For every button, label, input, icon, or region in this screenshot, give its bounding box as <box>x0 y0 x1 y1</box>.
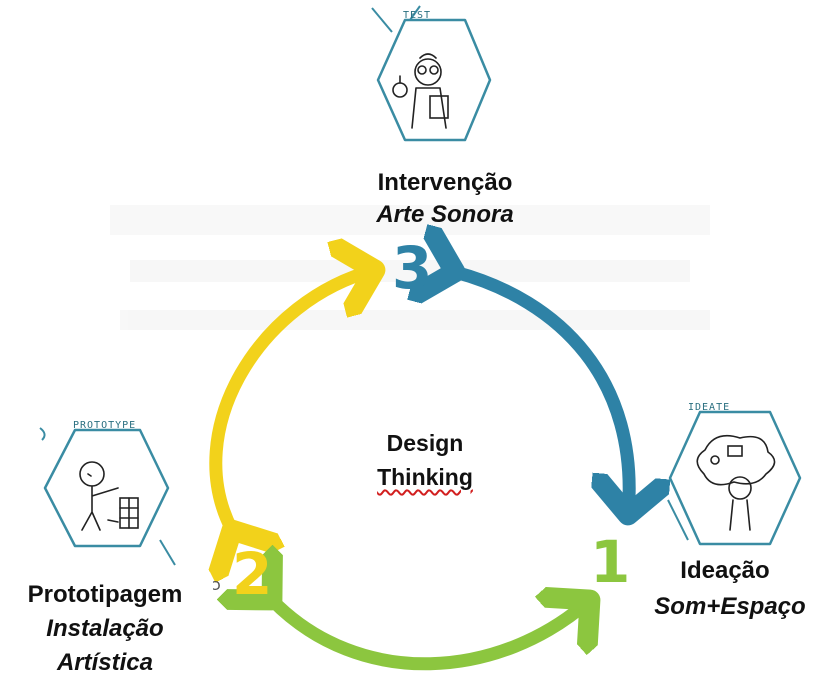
ideate-title: Ideação <box>680 557 770 584</box>
green-arrow <box>272 600 590 671</box>
stage-number-1: 1 <box>590 528 631 596</box>
prototype-hexagon-icon <box>39 427 176 566</box>
svg-text:TEST: TEST <box>403 10 431 21</box>
small-c-mark: ↄ <box>212 575 221 594</box>
prototype-title: Prototipagem <box>27 581 183 608</box>
prototype-subtitle-line2: Artística <box>56 649 154 676</box>
test-hexagon-icon <box>371 5 492 142</box>
center-title-line2: Thinking <box>360 462 490 492</box>
test-title: Intervenção <box>377 169 513 196</box>
svg-text:PROTOTYPE: PROTOTYPE <box>73 420 136 431</box>
thinking-person-sketch-icon <box>696 434 776 531</box>
stage-number-3: 3 <box>392 234 433 302</box>
center-title-line1: Design <box>386 430 464 456</box>
blue-arrow <box>455 272 629 515</box>
prototype-subtitle-line1: Instalação <box>46 615 164 642</box>
ideate-hexagon-icon <box>667 410 802 546</box>
svg-text:IDEATE: IDEATE <box>688 402 730 413</box>
ideate-subtitle: Som+Espaço <box>654 593 806 620</box>
center-title-line2-text: Thinking <box>377 464 473 490</box>
builder-sketch-icon <box>79 461 139 531</box>
scientist-sketch-icon <box>392 53 449 129</box>
stage-number-2: 2 <box>232 540 273 608</box>
test-subtitle: Arte Sonora <box>376 201 514 228</box>
yellow-arrow <box>216 270 375 530</box>
